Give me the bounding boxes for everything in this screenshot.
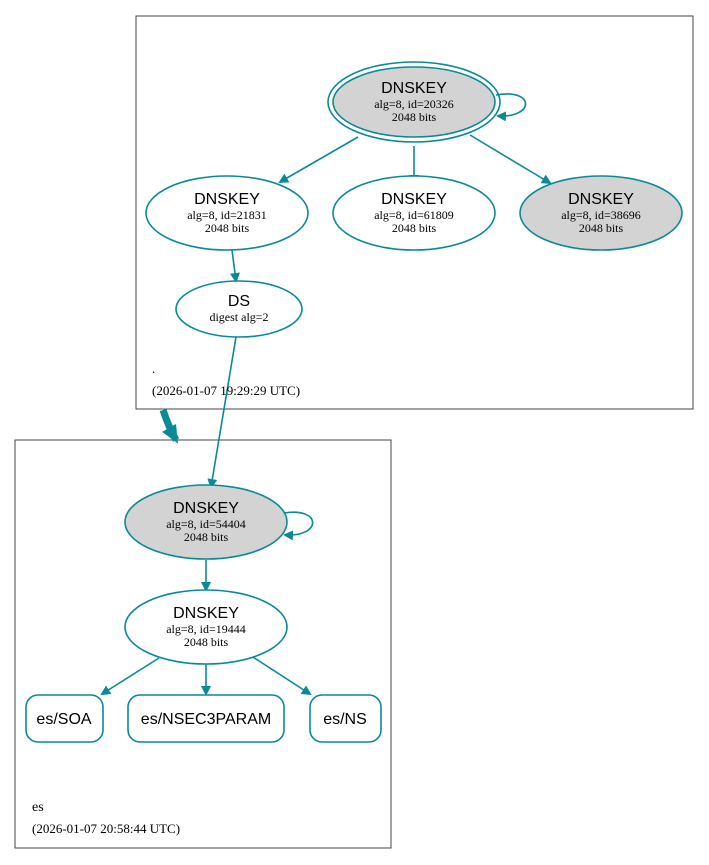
node-title: es/NSEC3PARAM — [141, 711, 271, 728]
node-root-zsk-38696[interactable]: DNSKEY alg=8, id=38696 2048 bits — [519, 175, 683, 251]
node-detail: alg=8, id=54404 — [166, 517, 246, 531]
node-detail: alg=8, id=61809 — [374, 208, 454, 222]
node-title: DNSKEY — [381, 80, 447, 97]
zone-label-root: . — [152, 361, 155, 376]
node-size: 2048 bits — [392, 110, 437, 124]
node-size: 2048 bits — [205, 221, 250, 235]
edge-delegation — [159, 408, 180, 444]
node-title: DNSKEY — [173, 500, 239, 517]
node-title: DNSKEY — [173, 605, 239, 622]
zone-label-es: es — [32, 800, 44, 815]
node-title: DNSKEY — [194, 191, 260, 208]
node-size: 2048 bits — [579, 221, 624, 235]
node-detail: alg=8, id=19444 — [166, 622, 246, 636]
node-size: 2048 bits — [392, 221, 437, 235]
node-detail: digest alg=2 — [209, 310, 268, 324]
node-es-nsec3param[interactable]: es/NSEC3PARAM — [127, 694, 285, 743]
edge-ksk-zsk1 — [278, 136, 359, 183]
edge-eskey-self — [283, 511, 314, 541]
zone-timestamp-root: (2026-01-07 19:29:29 UTC) — [152, 383, 300, 398]
node-size: 2048 bits — [184, 530, 229, 544]
zone-timestamp-es: (2026-01-07 20:58:44 UTC) — [32, 821, 180, 836]
node-title: DS — [228, 293, 250, 310]
edge-ksk-self — [495, 93, 527, 122]
node-size: 2048 bits — [184, 635, 229, 649]
node-title: DNSKEY — [381, 191, 447, 208]
node-es-ksk[interactable]: DNSKEY alg=8, id=54404 2048 bits — [124, 484, 288, 560]
node-detail: alg=8, id=21831 — [187, 208, 267, 222]
zone-box-es — [14, 439, 392, 849]
edge-zsk-ns — [252, 656, 312, 696]
edges — [100, 93, 552, 696]
node-detail: alg=8, id=20326 — [374, 97, 454, 111]
node-root-zsk-61809[interactable]: DNSKEY alg=8, id=61809 2048 bits — [332, 175, 496, 251]
node-es-ns[interactable]: es/NS — [309, 694, 382, 743]
zone-box-root — [135, 15, 694, 410]
edge-ksk-zsk3 — [469, 134, 552, 185]
node-title: DNSKEY — [568, 191, 634, 208]
node-title: es/SOA — [36, 711, 91, 728]
node-root-ksk[interactable]: DNSKEY alg=8, id=20326 2048 bits — [327, 61, 501, 143]
node-es-soa[interactable]: es/SOA — [25, 694, 104, 743]
node-detail: alg=8, id=38696 — [561, 208, 641, 222]
node-title: es/NS — [323, 711, 367, 728]
node-es-zsk[interactable]: DNSKEY alg=8, id=19444 2048 bits — [124, 589, 288, 665]
node-root-zsk-21831[interactable]: DNSKEY alg=8, id=21831 2048 bits — [145, 175, 309, 251]
edge-zsk-soa — [100, 657, 160, 696]
edge-zsk1-ds — [230, 249, 240, 283]
node-ds[interactable]: DS digest alg=2 — [175, 280, 303, 338]
edge-ds-eskey — [207, 336, 237, 489]
